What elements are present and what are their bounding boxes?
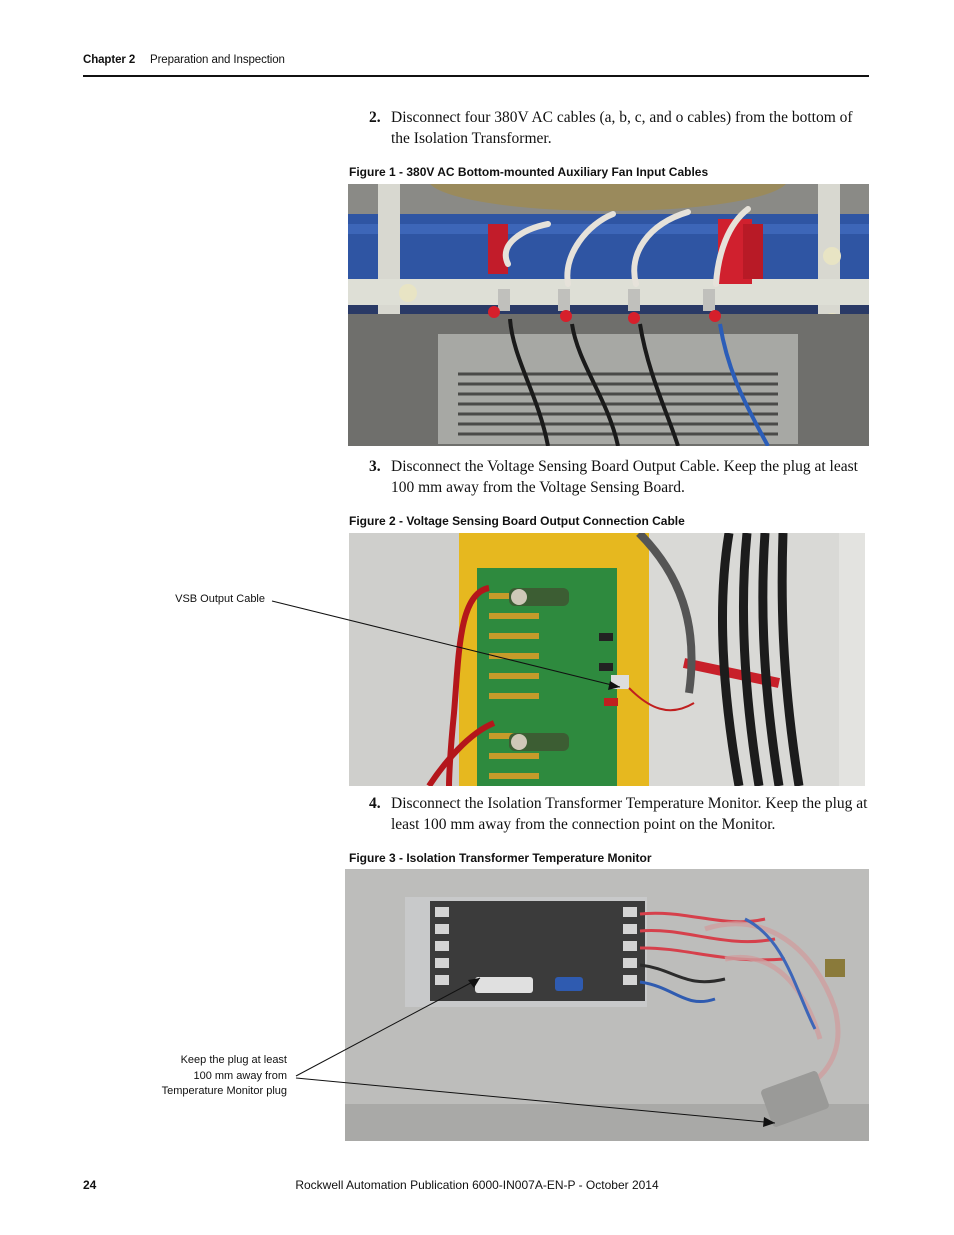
step-text: Disconnect the Isolation Transformer Tem… — [391, 795, 868, 833]
figure-2-caption: Figure 2 - Voltage Sensing Board Output … — [349, 514, 685, 528]
step-2: 2. Disconnect four 380V AC cables (a, b,… — [369, 107, 874, 149]
publication-footer: Rockwell Automation Publication 6000-IN0… — [295, 1178, 659, 1192]
step-3: 3. Disconnect the Voltage Sensing Board … — [369, 456, 874, 498]
step-number: 3. — [369, 458, 381, 475]
vsb-leader-line — [271, 600, 621, 688]
callout-line: Temperature Monitor plug — [161, 1085, 287, 1097]
step-text: Disconnect four 380V AC cables (a, b, c,… — [391, 109, 853, 147]
figure-3-caption: Figure 3 - Isolation Transformer Tempera… — [349, 851, 652, 865]
figure-1-photo — [348, 184, 869, 446]
chapter-label: Chapter 2 — [83, 54, 136, 66]
monitor-leader-line — [295, 977, 481, 1077]
callout-line: Keep the plug at least — [180, 1054, 287, 1066]
page-number: 24 — [83, 1178, 97, 1192]
step-number: 4. — [369, 795, 381, 812]
step-number: 2. — [369, 109, 381, 126]
step-text: Disconnect the Voltage Sensing Board Out… — [391, 458, 858, 496]
callout-line: 100 mm away from — [193, 1069, 287, 1082]
vsb-output-cable-callout: VSB Output Cable — [175, 593, 265, 605]
section-title: Preparation and Inspection — [150, 54, 285, 66]
figure-1-caption: Figure 1 - 380V AC Bottom-mounted Auxili… — [349, 165, 709, 179]
figure-2-photo — [349, 533, 865, 786]
running-header: Chapter 2 Preparation and Inspection — [83, 54, 285, 66]
figure-3-photo — [345, 869, 869, 1141]
header-rule — [83, 75, 869, 77]
plug-leader-line — [295, 1077, 776, 1124]
temperature-monitor-plug-callout: Keep the plug at least 100 mm away from … — [140, 1053, 287, 1100]
step-4: 4. Disconnect the Isolation Transformer … — [369, 793, 874, 835]
